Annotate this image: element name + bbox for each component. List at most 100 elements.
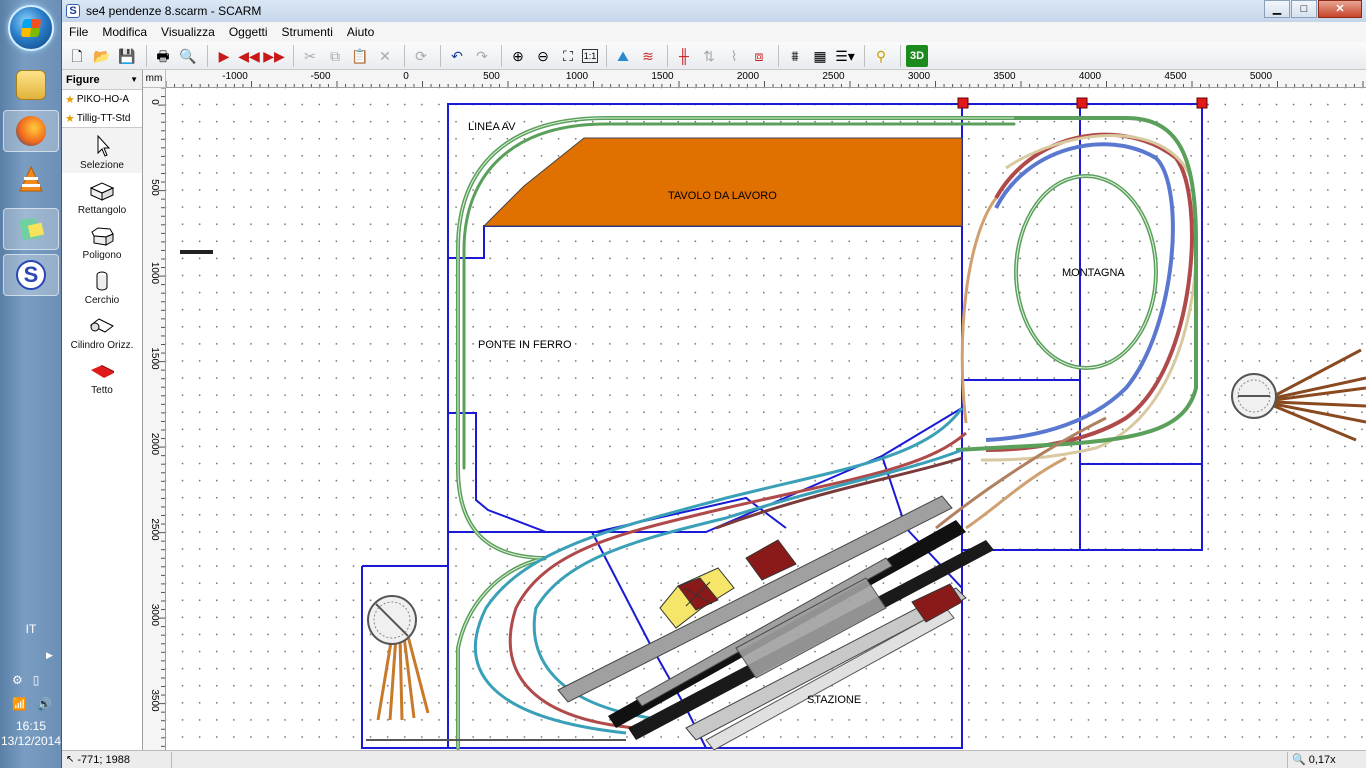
volume-icon[interactable]: 🔊: [36, 697, 52, 711]
security-tray-icon[interactable]: ⚙: [12, 673, 23, 687]
firefox-icon: [16, 116, 46, 146]
tool-horizontal-cylinder[interactable]: Cilindro Orizz.: [62, 308, 142, 353]
cut-icon[interactable]: ✂: [304, 47, 316, 64]
zoom-fit-icon[interactable]: ⛶: [563, 47, 573, 64]
track-join-icon[interactable]: ⇅: [703, 47, 715, 64]
undo-icon[interactable]: ↶: [451, 47, 463, 64]
turntable-left[interactable]: [367, 595, 430, 721]
library-item[interactable]: ★Tillig-TT-Std: [62, 109, 142, 128]
figure-dropdown[interactable]: Figure ▼: [62, 70, 142, 90]
work-table[interactable]: [482, 137, 963, 227]
title-bar[interactable]: S se4 pendenze 8.scarm - SCARM ▁ □ ✕: [62, 0, 1366, 22]
play-icon[interactable]: ▶: [218, 47, 230, 64]
cursor-arrow-icon: [97, 135, 111, 157]
zoom-actual-icon[interactable]: 1:1: [582, 48, 598, 63]
isolator-icon[interactable]: ⧈: [754, 47, 764, 64]
measure-icon[interactable]: ⚲: [875, 47, 887, 64]
station-approach-tracks[interactable]: [366, 407, 1107, 741]
minimize-button[interactable]: ▁: [1264, 0, 1290, 18]
h-ruler-label: 1000: [566, 71, 589, 82]
fast-forward-icon[interactable]: ▶▶: [263, 47, 285, 64]
copy-icon[interactable]: ⧉: [330, 47, 340, 64]
mountain-tracks[interactable]: [955, 116, 1199, 462]
tool-roof[interactable]: Tetto: [62, 353, 142, 398]
zoom-in-icon[interactable]: ⊕: [512, 47, 524, 64]
main-toolbar: 🗋 📂 💾 🖶 🔍 ▶ ◀◀ ▶▶ ✂ ⧉ 📋 ✕ ⟳ ↶ ↷ ⊕ ⊖ ⛶ 1:…: [62, 42, 1366, 70]
zoom-indicator[interactable]: 🔍 0,17x: [1292, 753, 1336, 767]
battery-tray-icon[interactable]: ▯: [32, 673, 40, 687]
sections-dropdown-icon[interactable]: ☰▾: [835, 47, 855, 64]
windows-taskbar: S IT ▶ ⚙ ▯ 📶 🔊 16:15 13/12/2014: [0, 0, 62, 768]
layers-icon[interactable]: ≋: [642, 47, 654, 64]
taskbar-explorer[interactable]: [3, 64, 59, 106]
tool-selection[interactable]: Selezione: [62, 128, 142, 173]
show-hidden-icons-arrow-icon[interactable]: ▶: [46, 650, 53, 660]
loose-track-piece[interactable]: [180, 250, 213, 254]
rewind-icon[interactable]: ◀◀: [238, 47, 260, 64]
menu-oggetti[interactable]: Oggetti: [228, 25, 268, 39]
save-icon[interactable]: 💾: [118, 47, 136, 64]
scarm-app-icon[interactable]: S: [66, 4, 80, 18]
tool-rectangle[interactable]: Rettangolo: [62, 173, 142, 218]
open-folder-icon[interactable]: 📂: [93, 47, 111, 64]
library-item[interactable]: ★PIKO-HO-A: [65, 94, 130, 106]
station[interactable]: [557, 495, 994, 750]
maximize-button[interactable]: □: [1291, 0, 1317, 18]
horizontal-cylinder-icon: [90, 318, 114, 333]
menu-strumenti[interactable]: Strumenti: [281, 25, 333, 39]
language-indicator[interactable]: IT: [25, 622, 37, 636]
close-button[interactable]: ✕: [1318, 0, 1362, 18]
v-ruler-label: 2000: [149, 433, 160, 456]
taskbar-firefox[interactable]: [3, 110, 59, 152]
track-layout-drawing[interactable]: LINEA AV TAVOLO DA LAVORO MONTAGNA PONTE…: [166, 88, 1366, 750]
v-ruler-label: 3000: [149, 604, 160, 627]
h-ruler-label: 3500: [993, 71, 1016, 82]
flex-track-icon[interactable]: ⌇: [730, 47, 738, 64]
rotate-icon[interactable]: ⟳: [415, 47, 427, 64]
v-ruler-label: 0: [149, 99, 160, 105]
h-ruler-label: 5000: [1250, 71, 1273, 82]
paste-icon[interactable]: 📋: [351, 47, 369, 64]
delete-icon[interactable]: ✕: [379, 47, 391, 64]
bridge-icon[interactable]: ⩩: [791, 47, 799, 64]
marker-square[interactable]: [1076, 97, 1088, 109]
layout-canvas[interactable]: LINEA AV TAVOLO DA LAVORO MONTAGNA PONTE…: [166, 88, 1366, 750]
tool-circle[interactable]: Cerchio: [62, 263, 142, 308]
cylinder-shape-icon: [96, 271, 108, 291]
clock[interactable]: 16:15 13/12/2014: [0, 719, 62, 749]
view-3d-icon[interactable]: 3D: [906, 44, 928, 67]
magnifier-icon: 🔍: [1292, 754, 1306, 766]
print-preview-icon[interactable]: 🔍: [179, 47, 197, 64]
h-ruler-label: 4000: [1079, 71, 1102, 82]
start-button[interactable]: [8, 5, 54, 51]
taskbar-scarm[interactable]: S: [3, 254, 59, 296]
marker-square[interactable]: [957, 97, 969, 109]
menu-aiuto[interactable]: Aiuto: [346, 25, 375, 39]
main-line-track[interactable]: [456, 116, 1016, 750]
marker-square[interactable]: [1196, 97, 1208, 109]
track-split-icon[interactable]: ╫: [679, 47, 689, 64]
ruler-unit: mm: [143, 70, 166, 88]
tool-polygon[interactable]: Poligono: [62, 218, 142, 263]
taskbar-vlc[interactable]: [3, 158, 59, 200]
menu-modifica[interactable]: Modifica: [102, 25, 148, 39]
v-ruler-label: 1500: [149, 347, 160, 370]
menu-visualizza[interactable]: Visualizza: [161, 25, 215, 39]
goods-shed[interactable]: [745, 539, 797, 581]
tunnel-icon[interactable]: ▦: [813, 47, 827, 64]
engine-shed[interactable]: [911, 583, 963, 623]
turntable-right[interactable]: [1231, 348, 1366, 442]
new-file-icon[interactable]: 🗋: [71, 47, 83, 64]
panel-title: Figure: [66, 73, 100, 86]
print-icon[interactable]: 🖶: [156, 47, 170, 64]
zoom-out-icon[interactable]: ⊖: [537, 47, 549, 64]
redo-icon[interactable]: ↷: [476, 47, 488, 64]
menu-file[interactable]: File: [69, 25, 89, 39]
taskbar-app[interactable]: [3, 208, 59, 250]
status-message: [172, 751, 1288, 768]
box-shape-icon: [89, 182, 115, 201]
terrain-icon[interactable]: ⛰: [617, 47, 629, 64]
network-signal-icon[interactable]: 📶: [12, 697, 27, 711]
station-building[interactable]: [659, 567, 735, 629]
